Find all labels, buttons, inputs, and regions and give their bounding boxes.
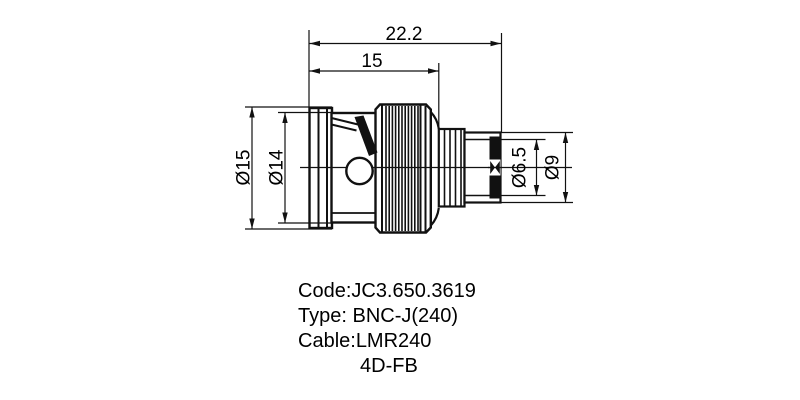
- notes-block: Code:JC3.650.3619 Type: BNC-J(240) Cable…: [298, 280, 476, 377]
- note-cable: Cable:LMR240: [298, 330, 431, 352]
- dim-label-bore-diameter: Ø6.5: [510, 147, 531, 188]
- front-rim-rings: [317, 108, 328, 228]
- extension-lines-top: [308, 30, 503, 133]
- connector-details: [317, 104, 502, 233]
- extension-lines-right: [500, 131, 573, 204]
- heatshrink-band: [488, 136, 502, 199]
- dim-label-front-diameter: Ø15: [234, 150, 255, 186]
- extension-lines-left: [245, 106, 332, 230]
- note-type: Type: BNC-J(240): [298, 305, 458, 327]
- bayonet-slot-lines: [331, 117, 359, 132]
- bayonet-pin-hole: [345, 156, 374, 186]
- barrel-bore-lines: [464, 138, 490, 197]
- dim-label-tail-diameter: Ø9: [543, 155, 564, 180]
- note-cable-alt: 4D-FB: [360, 355, 418, 377]
- coupling-knurl-body: [374, 103, 432, 234]
- dimension-lines: [245, 30, 573, 230]
- rib-rings: [443, 129, 462, 207]
- dim-label-overall-length: 22.2: [386, 24, 423, 45]
- dim-label-front-length: 15: [361, 51, 382, 72]
- dim-label-body-diameter: Ø14: [267, 149, 288, 185]
- knurl-hatch: [385, 106, 419, 231]
- knurl-flange-rings: [381, 104, 427, 233]
- bayonet-slot-bar: [354, 115, 378, 156]
- note-code: Code:JC3.650.3619: [298, 280, 476, 302]
